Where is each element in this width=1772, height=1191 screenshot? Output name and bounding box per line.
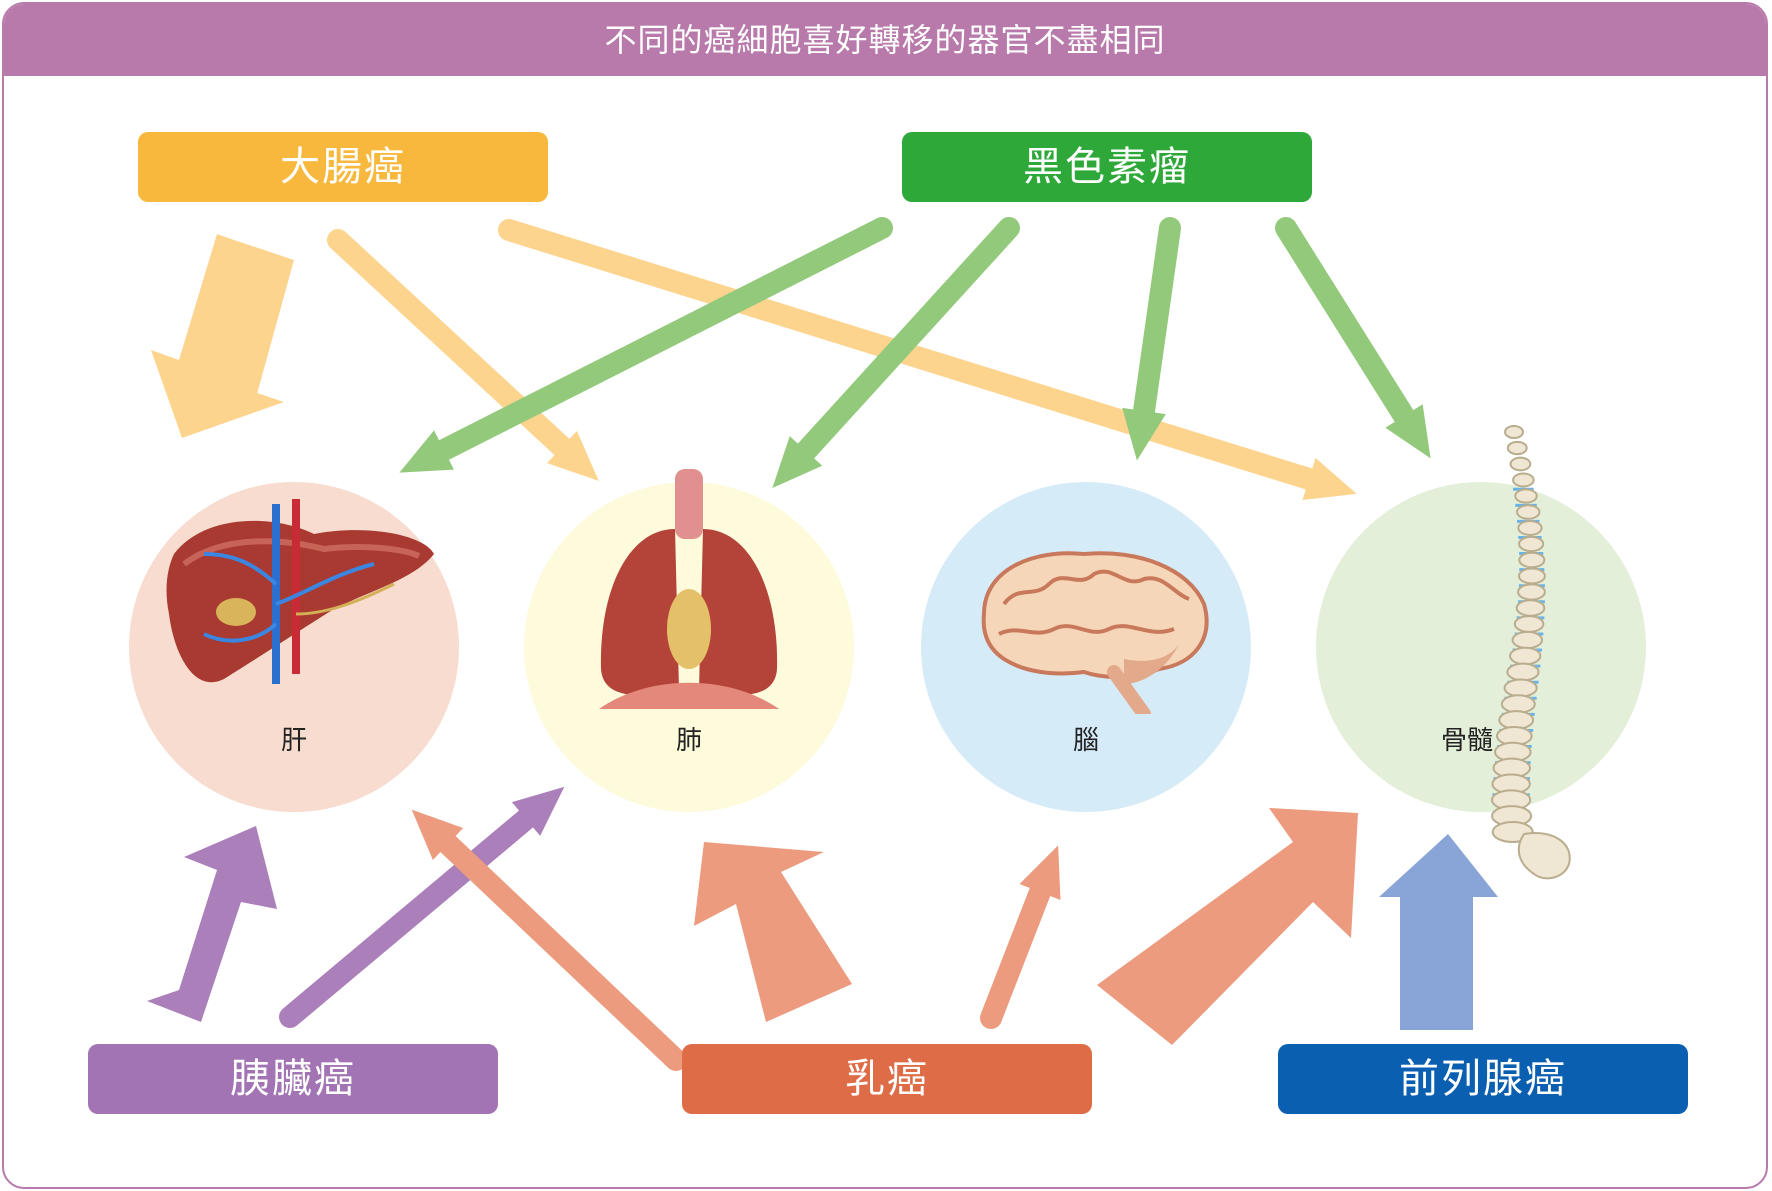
vertebra [1516,504,1541,520]
vertebra [1517,567,1546,585]
vertebra [1504,425,1524,439]
arrow-breast-to-brain [980,845,1061,1029]
vertebra [1511,630,1544,650]
cancer-label-colorectal: 大腸癌 [280,144,406,190]
arrow-prostate-to-bone-marrow [1379,834,1498,1030]
organ-label-lung: 肺 [675,726,702,756]
cancer-box-colorectal: 大腸癌 [138,132,548,202]
arrow-colorectal-to-bone-marrow [498,219,1357,501]
cancer-box-prostate: 前列腺癌 [1278,1044,1688,1114]
liver-icon [166,499,434,684]
organ-circle-bone-marrow [1316,482,1646,812]
cancer-box-melanoma: 黑色素瘤 [902,132,1312,202]
organ-label-liver: 肝 [280,726,307,756]
title-bar: 不同的癌細胞喜好轉移的器官不盡相同 [4,4,1766,76]
arrow-colorectal-to-liver [151,234,294,438]
vertebra [1509,646,1542,666]
cancer-box-pancreatic: 胰臟癌 [88,1044,498,1114]
arrow-breast-to-lung [694,842,852,1022]
vertebrae [1490,425,1571,880]
spine-icon [1490,425,1571,880]
arrow-melanoma-to-liver [399,217,893,473]
lung-icon [599,469,779,709]
vertebra [1515,599,1546,617]
vertebra [1506,662,1540,682]
vertebra [1518,535,1545,553]
cancer-box-breast: 乳癌 [682,1044,1092,1114]
vertebra [1513,615,1545,633]
vertebra [1517,583,1546,601]
brain-icon [981,551,1209,714]
diagram-title: 不同的癌細胞喜好轉移的器官不盡相同 [604,21,1166,59]
arrow-melanoma-to-brain [1122,217,1181,461]
vertebra [1514,488,1538,504]
arrow-melanoma-to-bone-marrow [1275,217,1431,459]
vertebra [1518,551,1546,569]
arrow-pancreatic-to-liver [147,826,277,1022]
arrows-layer [147,217,1498,1071]
vertebra [1509,456,1532,472]
vertebra [1503,678,1538,698]
cancer-label-prostate: 前列腺癌 [1399,1056,1567,1102]
vertebra [1500,694,1536,714]
cancer-label-breast: 乳癌 [845,1056,929,1102]
arrow-breast-to-bone-marrow [1097,808,1358,1045]
organ-label-bone-marrow: 骨髓 [1440,726,1493,756]
arrow-pancreatic-to-lung [279,786,565,1028]
vertebra [1506,440,1528,456]
cancer-label-melanoma: 黑色素瘤 [1023,144,1191,190]
arrow-melanoma-to-lung [772,217,1020,488]
vertebra [1517,520,1543,536]
arrow-breast-to-liver [411,809,687,1071]
vertebra [1512,472,1535,488]
cancer-label-pancreatic: 胰臟癌 [230,1056,356,1102]
organ-label-brain: 腦 [1072,726,1099,756]
sacrum [1517,832,1571,880]
